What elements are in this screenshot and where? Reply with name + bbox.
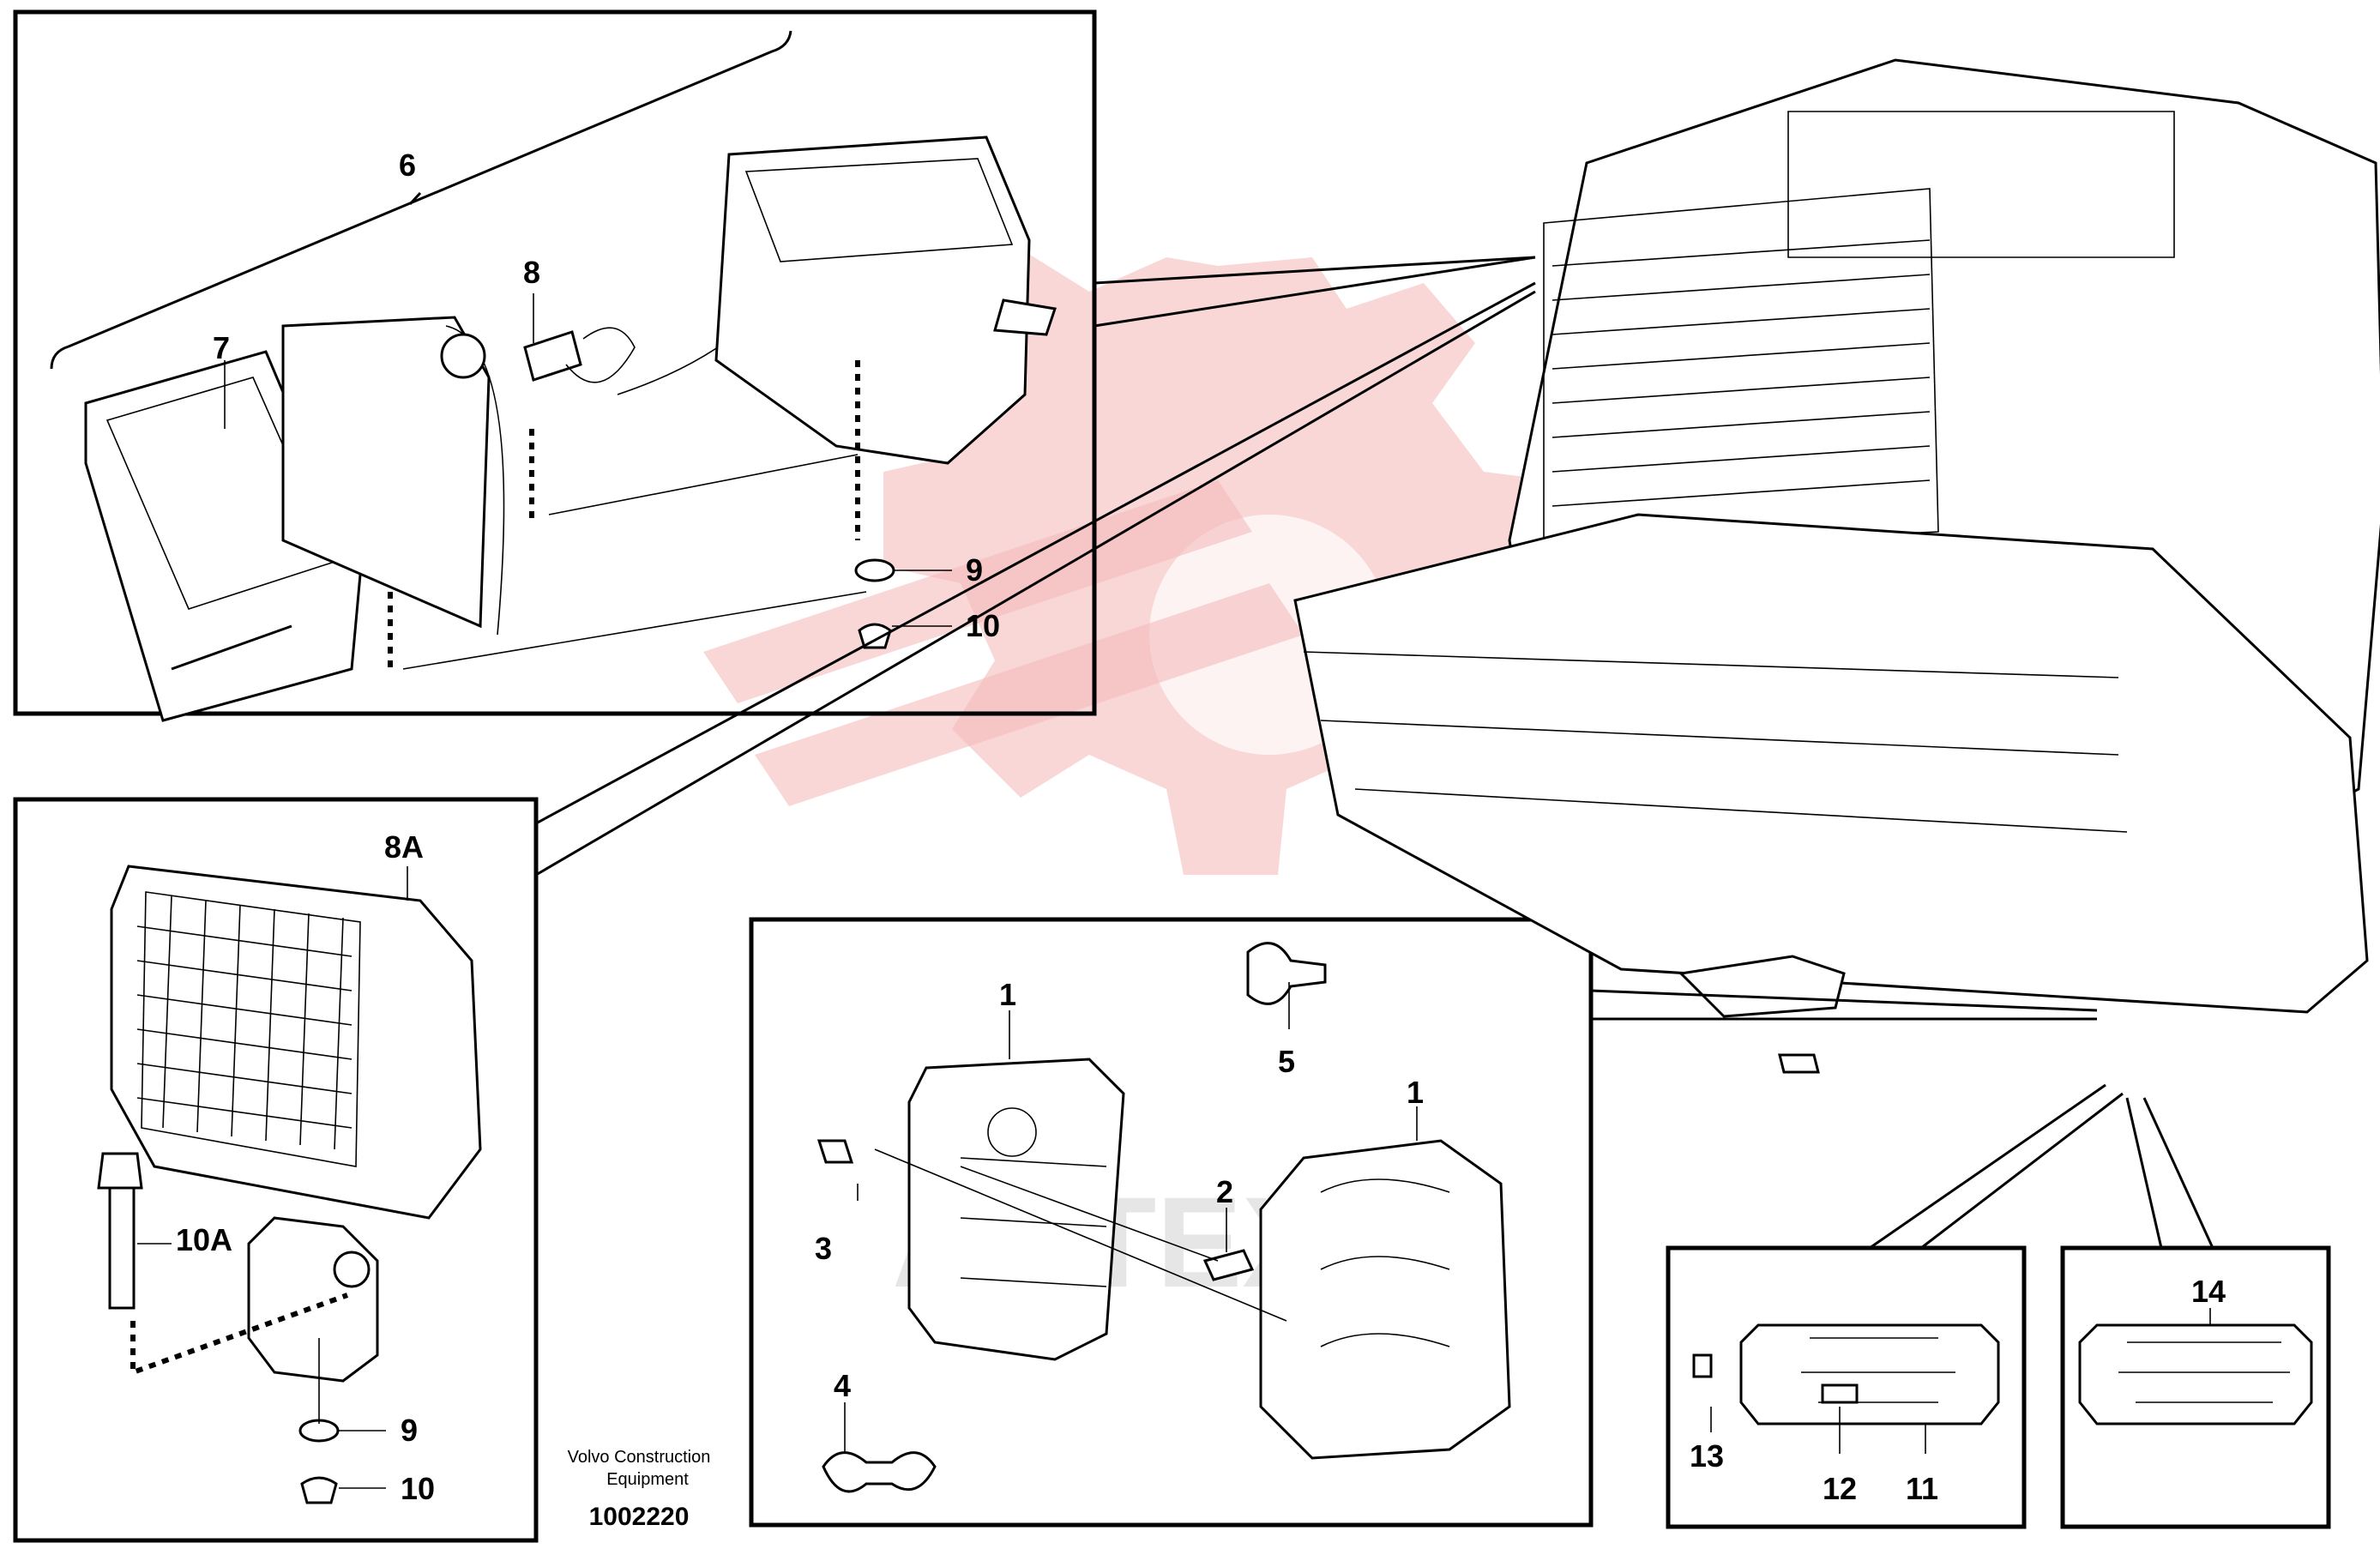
callout-8a: 8A [384,829,424,865]
callout-9-bottom: 9 [401,1413,418,1448]
callout-10-bottom: 10 [401,1471,435,1506]
panel-reflector-a: 13 12 11 [1666,1245,2027,1529]
callout-13: 13 [1690,1438,1724,1474]
callout-10a: 10A [176,1222,232,1257]
callout-14: 14 [2191,1274,2226,1309]
callout-12: 12 [1823,1471,1857,1506]
callout-3: 3 [815,1231,832,1266]
panel-lamp-8a: 8A 10A 9 10 Volvo Construction Equipment… [13,797,711,1543]
document-number: 1002220 [589,1503,690,1531]
callout-11: 11 [1906,1471,1938,1506]
callout-6: 6 [399,148,416,183]
callout-7: 7 [213,330,230,365]
callout-1-housing: 1 [999,977,1016,1012]
callout-1-lens: 1 [1407,1075,1424,1110]
callout-4: 4 [834,1368,851,1403]
panel-rear-lamp: 1 1 2 3 4 5 [749,917,1594,1528]
callout-5: 5 [1278,1044,1295,1079]
callout-8: 8 [523,255,540,290]
machine-front-view [535,58,2380,1250]
panel-work-lamp: 6 7 8 9 10 [13,9,1097,722]
callout-2: 2 [1216,1174,1233,1209]
callout-9-top: 9 [966,552,983,588]
footer-company-line1: Volvo Construction [568,1448,711,1467]
footer-company-line2: Equipment [606,1470,689,1489]
panel-reflector-b: 14 [2060,1245,2331,1529]
